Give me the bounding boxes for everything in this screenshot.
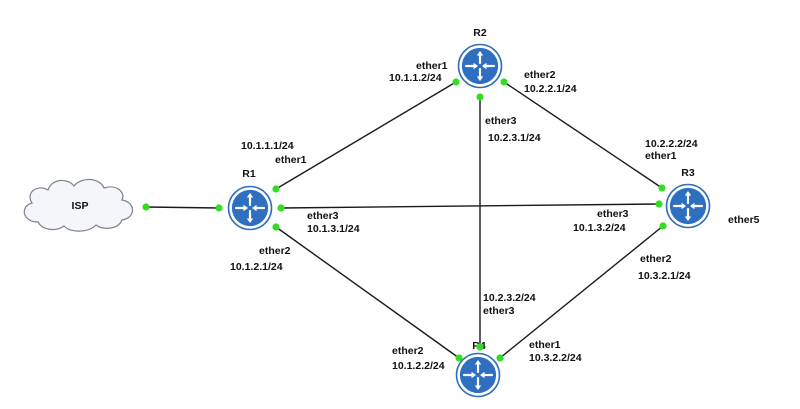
port-r4-ether2 [455,354,463,362]
port-r3-ether3 [655,200,663,208]
r3-ether5-label: ether5 [728,214,760,226]
r3-r4-b-ip: 10.3.2.2/24 [529,352,582,364]
router-icon [227,185,273,231]
r1-r3-b-iface: ether3 [597,208,629,220]
link-r1-r4 [275,226,460,359]
router-r4[interactable] [455,352,501,398]
port-r1-wan [215,204,223,212]
r1-r2-a-ip: 10.1.1.1/24 [241,140,294,152]
r1-r2-b-ip: 10.1.1.2/24 [389,72,442,84]
router-r2[interactable] [457,43,503,89]
link-r1-r3 [280,203,660,209]
r1-r3-a-ip: 10.1.3.1/24 [307,223,360,235]
r1-r2-b-iface: ether1 [416,60,448,72]
r1-r4-b-iface: ether2 [392,345,424,357]
r1-r4-b-ip: 10.1.2.2/24 [392,360,445,372]
router-r1-label: R1 [242,168,256,180]
r2-r3-a-iface: ether2 [524,69,556,81]
r2-r4-a-iface: ether3 [485,115,517,127]
link-r2-r3 [503,81,663,189]
port-isp [142,203,150,211]
r1-r2-a-iface: ether1 [275,154,307,166]
link-isp-r1 [145,206,220,209]
router-icon [455,352,501,398]
router-r3[interactable] [665,183,711,229]
r2-r4-a-ip: 10.2.3.1/24 [488,132,541,144]
r3-r4-a-ip: 10.3.2.1/24 [638,270,691,282]
port-r2-ether1 [452,78,460,86]
link-r3-r4 [499,225,664,359]
r1-r3-b-ip: 10.1.3.2/24 [573,222,626,234]
router-r3-label: R3 [681,167,695,179]
r1-r3-a-iface: ether3 [307,210,339,222]
r2-r3-b-iface: ether1 [645,150,677,162]
port-r3-ether2 [659,222,667,230]
port-r1-ether1 [272,185,280,193]
link-r1-r2 [275,81,457,190]
isp-cloud[interactable]: ISP [23,178,134,232]
r1-r4-a-iface: ether2 [259,245,291,257]
r2-r4-b-ip: 10.2.3.2/24 [483,292,536,304]
r3-r4-b-iface: ether1 [529,339,561,351]
router-r1[interactable] [227,185,273,231]
port-r4-ether3 [476,343,484,351]
port-r1-ether2 [272,223,280,231]
r2-r3-b-ip: 10.2.2.2/24 [645,138,698,150]
cloud-icon [23,178,134,232]
port-r1-ether3 [277,204,285,212]
port-r3-ether1 [658,184,666,192]
router-icon [665,183,711,229]
port-r4-ether1 [496,354,504,362]
router-icon [457,43,503,89]
port-r2-ether2 [500,78,508,86]
router-r2-label: R2 [473,27,487,39]
port-r2-ether3 [476,93,484,101]
r2-r3-a-ip: 10.2.2.1/24 [524,83,577,95]
r1-r4-a-ip: 10.1.2.1/24 [230,261,283,273]
isp-label: ISP [72,200,89,212]
r2-r4-b-iface: ether3 [483,305,515,317]
r3-r4-a-iface: ether2 [640,253,672,265]
